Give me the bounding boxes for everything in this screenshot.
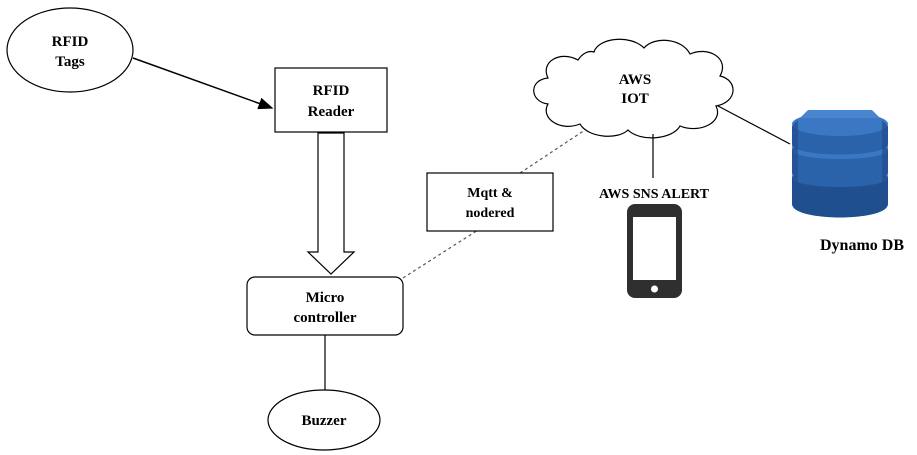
rfid-reader-label-line1: RFID [313, 83, 350, 99]
aws-iot-cloud-node: AWS IOT [533, 38, 734, 139]
micro-controller-label-line1: Micro [306, 290, 345, 306]
aws-iot-to-dynamo-line [717, 105, 791, 145]
rfid-reader-label-line2: Reader [308, 104, 355, 120]
dynamo-db-icon [792, 110, 888, 218]
cloud-icon [533, 38, 734, 139]
controller-to-mqtt-dotted-line [402, 229, 479, 279]
micro-controller-label-line2: controller [293, 310, 356, 326]
smartphone-icon [627, 204, 682, 298]
buzzer-node: Buzzer [267, 389, 381, 451]
dynamo-db-label: Dynamo DB [820, 237, 904, 254]
buzzer-label: Buzzer [302, 413, 347, 429]
reader-to-controller-block-arrow [306, 132, 356, 275]
rfid-tags-label-line1: RFID [52, 34, 89, 50]
mqtt-to-aws-iot-dotted-line [519, 127, 589, 174]
rfid-reader-node: RFID Reader [274, 67, 388, 133]
mqtt-nodered-node: Mqtt & nodered [426, 172, 554, 232]
rfid-tags-label-line2: Tags [55, 54, 85, 70]
rfid-tags-node: RFID Tags [6, 7, 134, 93]
tags-to-reader-arrow [132, 57, 274, 110]
mqtt-label-line2: nodered [466, 206, 515, 221]
aws-iot-label-line1: AWS [619, 72, 652, 88]
micro-controller-node: Micro controller [246, 276, 404, 336]
aws-iot-label-line2: IOT [621, 91, 649, 107]
mqtt-label-line1: Mqtt & [467, 186, 513, 201]
sns-alert-label: AWS SNS ALERT [599, 187, 710, 202]
